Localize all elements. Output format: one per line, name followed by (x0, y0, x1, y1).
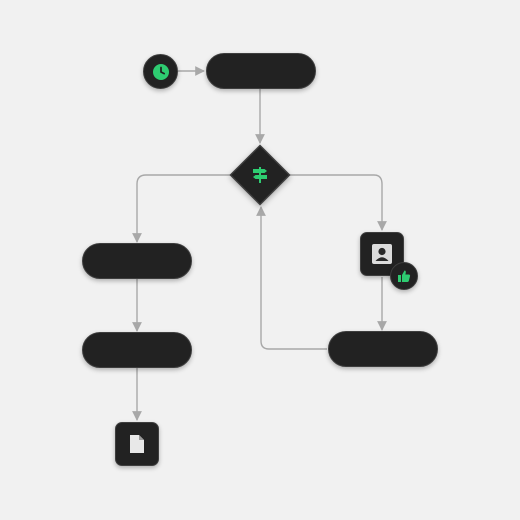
clock-icon (151, 62, 171, 82)
document-node[interactable] (115, 422, 159, 466)
user-icon (371, 243, 393, 265)
approval-badge (390, 262, 418, 290)
process-step-right[interactable] (328, 331, 438, 367)
process-step-left-2[interactable] (82, 332, 192, 368)
start-event-node[interactable] (143, 54, 178, 89)
decision-gateway-node[interactable] (229, 144, 291, 206)
signpost-icon (250, 165, 270, 185)
edge-decision-to-user-approval (290, 174, 387, 231)
edge-decision-to-step-left-1 (132, 174, 230, 243)
process-step-1[interactable] (206, 53, 316, 89)
process-step-left-1[interactable] (82, 243, 192, 279)
document-icon (129, 434, 145, 454)
edge-step-right-to-decision (256, 206, 327, 350)
thumbs-up-icon (397, 269, 411, 283)
